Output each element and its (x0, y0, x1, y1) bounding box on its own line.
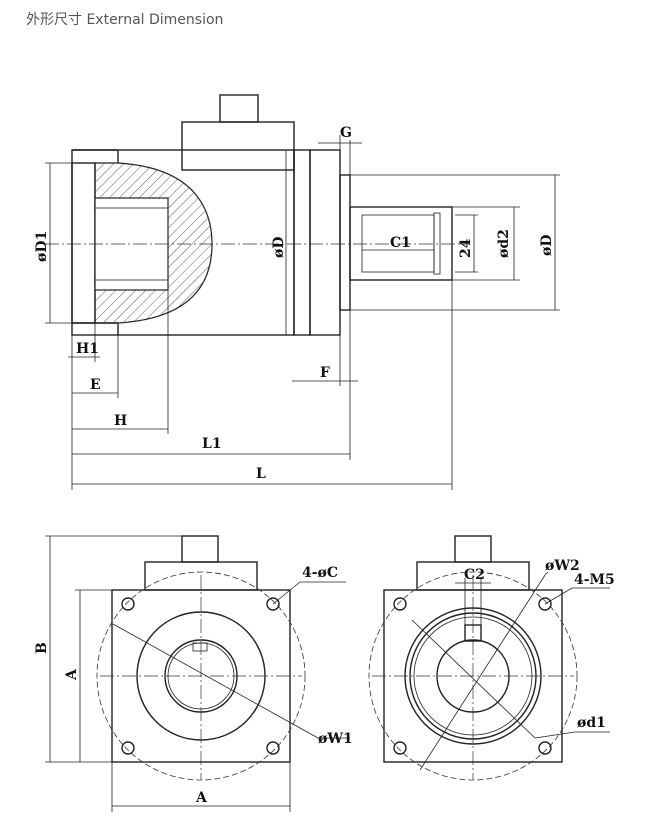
label-w1: øW1 (318, 731, 353, 747)
label-w2: øW2 (545, 558, 580, 574)
label-key-24: 24 (458, 238, 474, 258)
label-e: E (90, 377, 101, 393)
page-title: 外形尺寸 External Dimension (26, 12, 224, 28)
label-f: F (320, 365, 330, 381)
label-l1: L1 (202, 436, 222, 452)
label-d1-small: ød1 (577, 715, 606, 731)
label-4-c: 4-øC (302, 565, 338, 581)
side-view: G øD1 øD C1 24 ød2 øD H1 (34, 94, 560, 490)
front-view-input: B A A 4-øC øW1 (34, 535, 353, 812)
label-c1: C1 (390, 235, 411, 251)
label-b: B (34, 642, 50, 654)
label-h1: H1 (76, 341, 99, 357)
label-a-vertical: A (64, 668, 80, 681)
label-l: L (256, 466, 266, 482)
label-h: H (114, 413, 127, 429)
front-view-output: C2 øW2 4-M5 ød1 (368, 535, 615, 781)
label-a-horizontal: A (195, 790, 208, 806)
label-d-body: øD (271, 237, 287, 258)
label-d2: ød2 (496, 229, 512, 258)
label-4-m5: 4-M5 (574, 572, 615, 588)
label-d1: øD1 (34, 231, 50, 262)
label-d-flange: øD (539, 235, 555, 256)
label-c2: C2 (464, 567, 485, 583)
label-g: G (340, 125, 352, 141)
